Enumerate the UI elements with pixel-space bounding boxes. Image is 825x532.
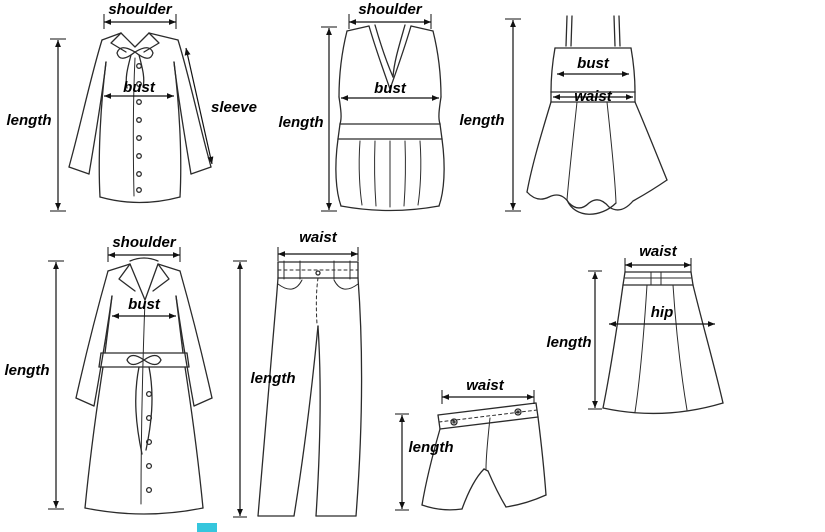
coat-shoulder-arrow [107, 247, 181, 262]
coat-drawing [75, 257, 213, 515]
pants-illustration [233, 247, 363, 518]
shorts-illustration [395, 390, 547, 511]
coat-length-label: length [4, 362, 50, 379]
coat-shoulder-label: shoulder [112, 234, 176, 251]
tank-top-shoulder-label: shoulder [358, 1, 422, 18]
dress-drawing [526, 15, 668, 215]
blouse-length-arrow [50, 38, 66, 212]
dress-bust-label: bust [577, 55, 609, 72]
tank-top-illustration [321, 14, 445, 212]
coat-length-arrow [48, 260, 64, 510]
pants-drawing [257, 260, 363, 517]
dress-length-label: length [459, 112, 505, 129]
skirt-waist-label: waist [639, 243, 677, 260]
shorts-waist-label: waist [466, 377, 504, 394]
pants-waist-arrow [277, 247, 359, 261]
shorts-waist-arrow [441, 390, 535, 404]
shorts-length-arrow [395, 413, 409, 511]
skirt-hip-label: hip [650, 304, 674, 321]
skirt-waist-arrow [624, 258, 692, 272]
blouse-figure: shoulder length bust sleeve [0, 0, 270, 228]
tank-top-drawing [335, 24, 445, 212]
tank-top-length-arrow [321, 26, 337, 212]
tank-top-length-label: length [278, 114, 324, 131]
pants-length-arrow [233, 260, 247, 518]
pants-figure: waist length [228, 228, 383, 528]
pants-length-label: length [250, 370, 296, 387]
shorts-figure: waist length [388, 375, 568, 532]
dress-waist-label: waist [574, 88, 612, 105]
skirt-illustration [588, 258, 724, 415]
blouse-illustration [50, 14, 214, 212]
coat-bust-label: bust [128, 296, 160, 313]
skirt-figure: waist hip length [545, 238, 825, 433]
blouse-drawing [68, 32, 212, 204]
tank-top-bust-label: bust [374, 80, 406, 97]
watermark-mark [197, 523, 217, 532]
blouse-sleeve-label: sleeve [211, 99, 257, 116]
skirt-length-arrow [588, 270, 602, 410]
skirt-drawing [602, 271, 724, 415]
coat-illustration [48, 247, 213, 515]
coat-figure: shoulder bust length [0, 234, 270, 532]
pants-waist-label: waist [299, 229, 337, 246]
blouse-sleeve-arrow [184, 47, 214, 165]
skirt-length-label: length [546, 334, 592, 351]
dress-length-arrow [505, 18, 521, 212]
dress-figure: bust waist length [455, 0, 685, 228]
blouse-shoulder-label: shoulder [108, 1, 172, 18]
tank-top-shoulder-arrow [348, 14, 432, 29]
shorts-drawing [421, 402, 547, 511]
blouse-bust-label: bust [123, 79, 155, 96]
blouse-shoulder-arrow [103, 14, 177, 29]
tank-top-figure: shoulder bust length [275, 0, 470, 228]
shorts-length-label: length [408, 439, 454, 456]
blouse-length-label: length [6, 112, 52, 129]
dress-illustration [505, 15, 668, 215]
